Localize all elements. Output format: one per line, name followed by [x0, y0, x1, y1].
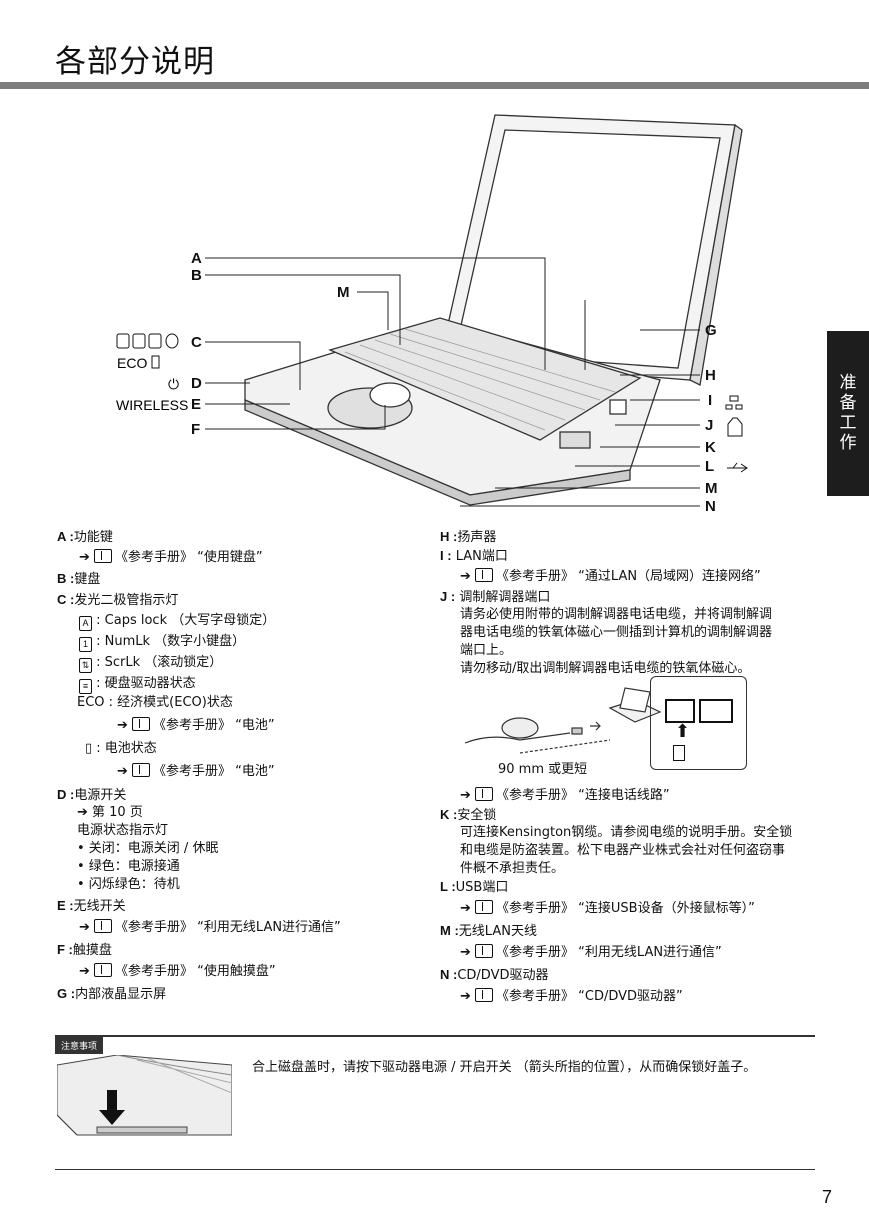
hdd-icon: ≡: [79, 679, 92, 694]
power-icon: ⏻: [168, 376, 179, 392]
callout-b: B: [191, 267, 202, 284]
callout-n: N: [705, 498, 716, 515]
callout-f: F: [191, 421, 200, 438]
num-lock-icon: 1: [79, 637, 92, 652]
side-tab: 准备工作: [827, 331, 869, 496]
ref-link-eco[interactable]: ➔ 《参考手册》 “电池”: [117, 717, 275, 733]
note-text: 合上磁盘盖时，请按下驱动器电源 / 开启开关 （箭头所指的位置），从而确保锁好盖…: [252, 1060, 757, 1075]
page-ref-10[interactable]: ➔ 第 10 页: [77, 805, 143, 820]
modem-note-1: 请务必使用附带的调制解调器电话电缆，并将调制解调: [460, 607, 773, 622]
note-tag: 注意事项: [55, 1037, 104, 1054]
item-c: C :发光二极管指示灯: [57, 592, 179, 608]
power-indicator-blink: • 闪烁绿色：待机: [77, 877, 180, 892]
item-m: M :无线LAN天线: [440, 923, 537, 939]
security-note-2: 和电缆是防盗装置。松下电器产业株式会社对任何盗窃事: [460, 843, 786, 858]
item-a: A :功能键: [57, 529, 113, 545]
ref-link-wlan[interactable]: ➔ 《参考手册》 “利用无线LAN进行通信”: [460, 944, 722, 960]
right-description-column: H :扬声器 I : LAN端口 ➔ 《参考手册》 “通过LAN（局域网）连接网…: [440, 528, 815, 1008]
led-caps: A : Caps lock （大写字母锁定）: [79, 612, 275, 631]
led-icons: ECO ⏻ WIRELESS: [116, 333, 188, 413]
page-title: 各部分说明: [55, 44, 215, 80]
modem-note-2: 器电话电缆的铁氧体磁心一侧插到计算机的调制解调器: [460, 625, 773, 640]
led-num: 1 : NumLk （数字小键盘）: [79, 633, 245, 652]
item-n: N :CD/DVD驱动器: [440, 967, 549, 983]
manual-book-icon: [94, 919, 113, 933]
callout-k: K: [705, 439, 716, 456]
modem-port-icon: [665, 699, 695, 723]
item-k: K :安全锁: [440, 807, 497, 823]
item-l: L :USB端口: [440, 879, 509, 895]
power-indicator-title: 电源状态指示灯: [77, 823, 169, 838]
callout-m: M: [705, 480, 718, 497]
manual-book-icon: [94, 549, 113, 563]
manual-book-icon: [132, 717, 151, 731]
lan-port-icon: [699, 699, 733, 723]
manual-book-icon: [475, 900, 494, 914]
item-j: J : 调制解调器端口: [440, 589, 551, 605]
bottom-rule: [55, 1169, 815, 1170]
callout-i: I: [708, 392, 712, 409]
power-indicator-off: • 关闭：电源关闭 / 休眠: [77, 841, 219, 856]
modem-note-3: 端口上。: [460, 643, 513, 658]
ref-link-wireless[interactable]: ➔ 《参考手册》 “利用无线LAN进行通信”: [79, 919, 341, 935]
item-i: I : LAN端口: [440, 548, 508, 564]
led-eco-label: ECO: [117, 355, 147, 371]
side-tab-label: 准备工作: [839, 373, 857, 453]
item-f: F :触摸盘: [57, 942, 112, 958]
battery-icon: ▯: [85, 741, 93, 756]
callout-c: C: [191, 334, 202, 351]
modem-cable-illustration: [464, 687, 662, 754]
ref-link-touchpad[interactable]: ➔ 《参考手册》 “使用触摸盘”: [79, 963, 276, 979]
cable-length-label: 90 mm 或更短: [498, 762, 588, 777]
manual-book-icon: [475, 787, 494, 801]
item-h: H :扬声器: [440, 529, 497, 545]
port-icons: [725, 395, 748, 473]
down-arrow-icon: [99, 1090, 125, 1125]
manual-book-icon: [475, 568, 494, 582]
cable-plug-icon: [673, 745, 685, 761]
wireless-label: WIRELESS: [116, 397, 188, 413]
led-scroll: ⇅ : ScrLk （滚动锁定）: [79, 654, 222, 673]
callout-g: G: [705, 322, 717, 339]
led-battery: ▯ : 电池状态: [85, 741, 157, 756]
callout-a: A: [191, 250, 202, 267]
callout-e: E: [191, 396, 201, 413]
laptop-diagram: A B M C D E F G H I J K L M N ECO ⏻ WIRE…: [116, 114, 748, 515]
note-rule: [55, 1035, 815, 1037]
item-g: G :内部液晶显示屏: [57, 986, 167, 1002]
manual-book-icon: [475, 988, 494, 1002]
ref-link-cddvd[interactable]: ➔ 《参考手册》 “CD/DVD驱动器”: [460, 988, 683, 1004]
led-hdd: ≡ : 硬盘驱动器状态: [79, 675, 196, 694]
left-description-column: A :功能键 ➔ 《参考手册》 “使用键盘” B :键盘 C :发光二极管指示灯…: [57, 528, 417, 1008]
ref-link-a[interactable]: ➔ 《参考手册》 “使用键盘”: [79, 549, 263, 565]
item-e: E :无线开关: [57, 898, 126, 914]
ref-link-battery[interactable]: ➔ 《参考手册》 “电池”: [117, 763, 275, 779]
callout-m-top: M: [337, 284, 350, 301]
title-rule: [0, 82, 869, 89]
scroll-lock-icon: ⇅: [79, 658, 92, 673]
manual-book-icon: [94, 963, 113, 977]
power-indicator-green: • 绿色：电源接通: [77, 859, 180, 874]
drive-cover-illustration: [57, 1055, 232, 1136]
manual-book-icon: [475, 944, 494, 958]
item-b: B :键盘: [57, 571, 101, 587]
page-number: 7: [822, 1187, 833, 1207]
ref-link-lan[interactable]: ➔ 《参考手册》 “通过LAN（局域网）连接网络”: [460, 568, 761, 584]
port-closeup-panel: ⬆: [650, 676, 747, 770]
modem-note-4: 请勿移动/取出调制解调器电话电缆的铁氧体磁心。: [460, 661, 751, 676]
manual-book-icon: [132, 763, 151, 777]
callout-l: L: [705, 458, 714, 475]
item-d: D :电源开关: [57, 787, 127, 803]
security-note-1: 可连接Kensington钢缆。请参阅电缆的说明手册。安全锁: [460, 825, 793, 840]
ref-link-phone[interactable]: ➔ 《参考手册》 “连接电话线路”: [460, 787, 670, 803]
ref-link-usb[interactable]: ➔ 《参考手册》 “连接USB设备（外接鼠标等）”: [460, 900, 755, 916]
callout-d: D: [191, 375, 202, 392]
security-note-3: 件概不承担责任。: [460, 861, 565, 876]
callout-h: H: [705, 367, 716, 384]
led-eco: ECO : 经济模式(ECO)状态: [77, 695, 233, 710]
callout-j: J: [705, 417, 713, 434]
caps-lock-icon: A: [79, 616, 92, 631]
up-arrow-icon: ⬆: [675, 721, 691, 742]
